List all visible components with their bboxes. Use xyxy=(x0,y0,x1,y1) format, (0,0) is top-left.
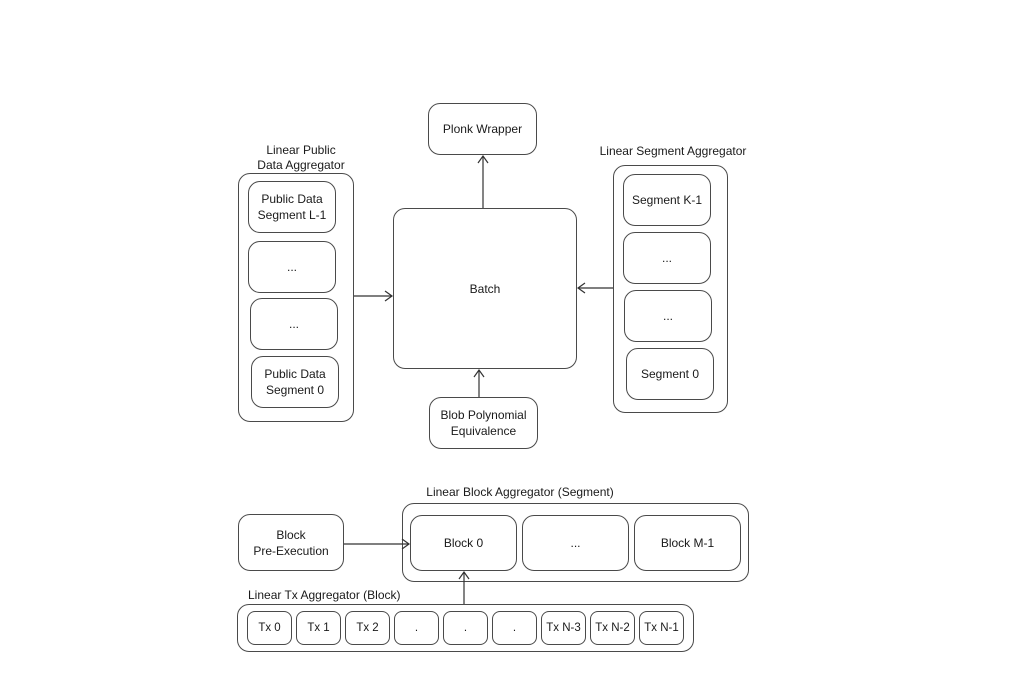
segment-k-1-node: Segment K-1 xyxy=(623,174,711,226)
public-data-aggregator-group xyxy=(238,173,354,422)
block-label: Block 0 xyxy=(443,536,484,550)
tx-label: Tx 0 xyxy=(258,622,281,634)
segment-ellipsis-node: ... xyxy=(624,290,712,342)
block-m-1-node: Block M-1 xyxy=(634,515,741,571)
blob-polynomial-equivalence-label: Blob Polynomial Equivalence xyxy=(440,408,527,438)
ellipsis-label: . xyxy=(512,622,517,634)
block-label: Block M-1 xyxy=(660,536,715,550)
tx-node: Tx N-1 xyxy=(639,611,684,645)
tx-ellipsis-node: . xyxy=(492,611,537,645)
tx-node: Tx 0 xyxy=(247,611,292,645)
tx-node: Tx 1 xyxy=(296,611,341,645)
segment-ellipsis-node: ... xyxy=(623,232,711,284)
segment-aggregator-group xyxy=(613,165,728,413)
tx-ellipsis-node: . xyxy=(443,611,488,645)
public-data-ellipsis-node: ... xyxy=(248,241,336,293)
block-ellipsis-node: ... xyxy=(522,515,629,571)
ellipsis-label: . xyxy=(463,622,468,634)
tx-label: Tx N-2 xyxy=(595,622,630,634)
public-data-segment-0-node: Public Data Segment 0 xyxy=(251,356,339,408)
block-pre-execution-node: Block Pre-Execution xyxy=(238,514,344,571)
ellipsis-label: ... xyxy=(288,317,299,331)
segment-0-node: Segment 0 xyxy=(626,348,714,400)
segment-label: Segment 0 xyxy=(640,367,700,381)
block-pre-execution-label: Block Pre-Execution xyxy=(253,527,329,558)
public-data-segment-l-1-node: Public Data Segment L-1 xyxy=(248,181,336,233)
block-0-node: Block 0 xyxy=(410,515,517,571)
blob-polynomial-equivalence-node: Blob Polynomial Equivalence xyxy=(429,397,538,449)
tx-label: Tx 1 xyxy=(307,622,330,634)
public-data-aggregator-title: Linear Public Data Aggregator xyxy=(257,143,345,172)
arrowhead xyxy=(473,368,485,378)
tx-label: Tx N-1 xyxy=(644,622,679,634)
ellipsis-label: ... xyxy=(570,536,581,550)
tx-ellipsis-node: . xyxy=(394,611,439,645)
plonk-wrapper-node: Plonk Wrapper xyxy=(428,103,537,155)
tx-node: Tx 2 xyxy=(345,611,390,645)
block-aggregator-title: Linear Block Aggregator (Segment) xyxy=(426,485,614,499)
ellipsis-label: ... xyxy=(662,309,673,323)
tx-label: Tx N-3 xyxy=(546,622,581,634)
batch-node: Batch xyxy=(393,208,577,369)
tx-aggregator-title: Linear Tx Aggregator (Block) xyxy=(248,588,401,602)
arrowhead xyxy=(477,154,489,164)
segment-aggregator-title: Linear Segment Aggregator xyxy=(599,144,747,158)
public-data-ellipsis-node: ... xyxy=(250,298,338,350)
tx-node: Tx N-3 xyxy=(541,611,586,645)
arrowhead xyxy=(384,290,394,302)
segment-label: Segment K-1 xyxy=(631,193,703,207)
public-data-segment-label: Public Data Segment L-1 xyxy=(257,192,327,222)
plonk-wrapper-label: Plonk Wrapper xyxy=(442,122,523,136)
tx-aggregator-group xyxy=(237,604,694,652)
batch-label: Batch xyxy=(469,281,501,296)
arrowhead xyxy=(576,282,586,294)
ellipsis-label: . xyxy=(414,622,419,634)
ellipsis-label: ... xyxy=(286,260,297,274)
public-data-segment-label: Public Data Segment 0 xyxy=(264,367,326,397)
tx-node: Tx N-2 xyxy=(590,611,635,645)
ellipsis-label: ... xyxy=(661,251,672,265)
tx-label: Tx 2 xyxy=(356,622,379,634)
